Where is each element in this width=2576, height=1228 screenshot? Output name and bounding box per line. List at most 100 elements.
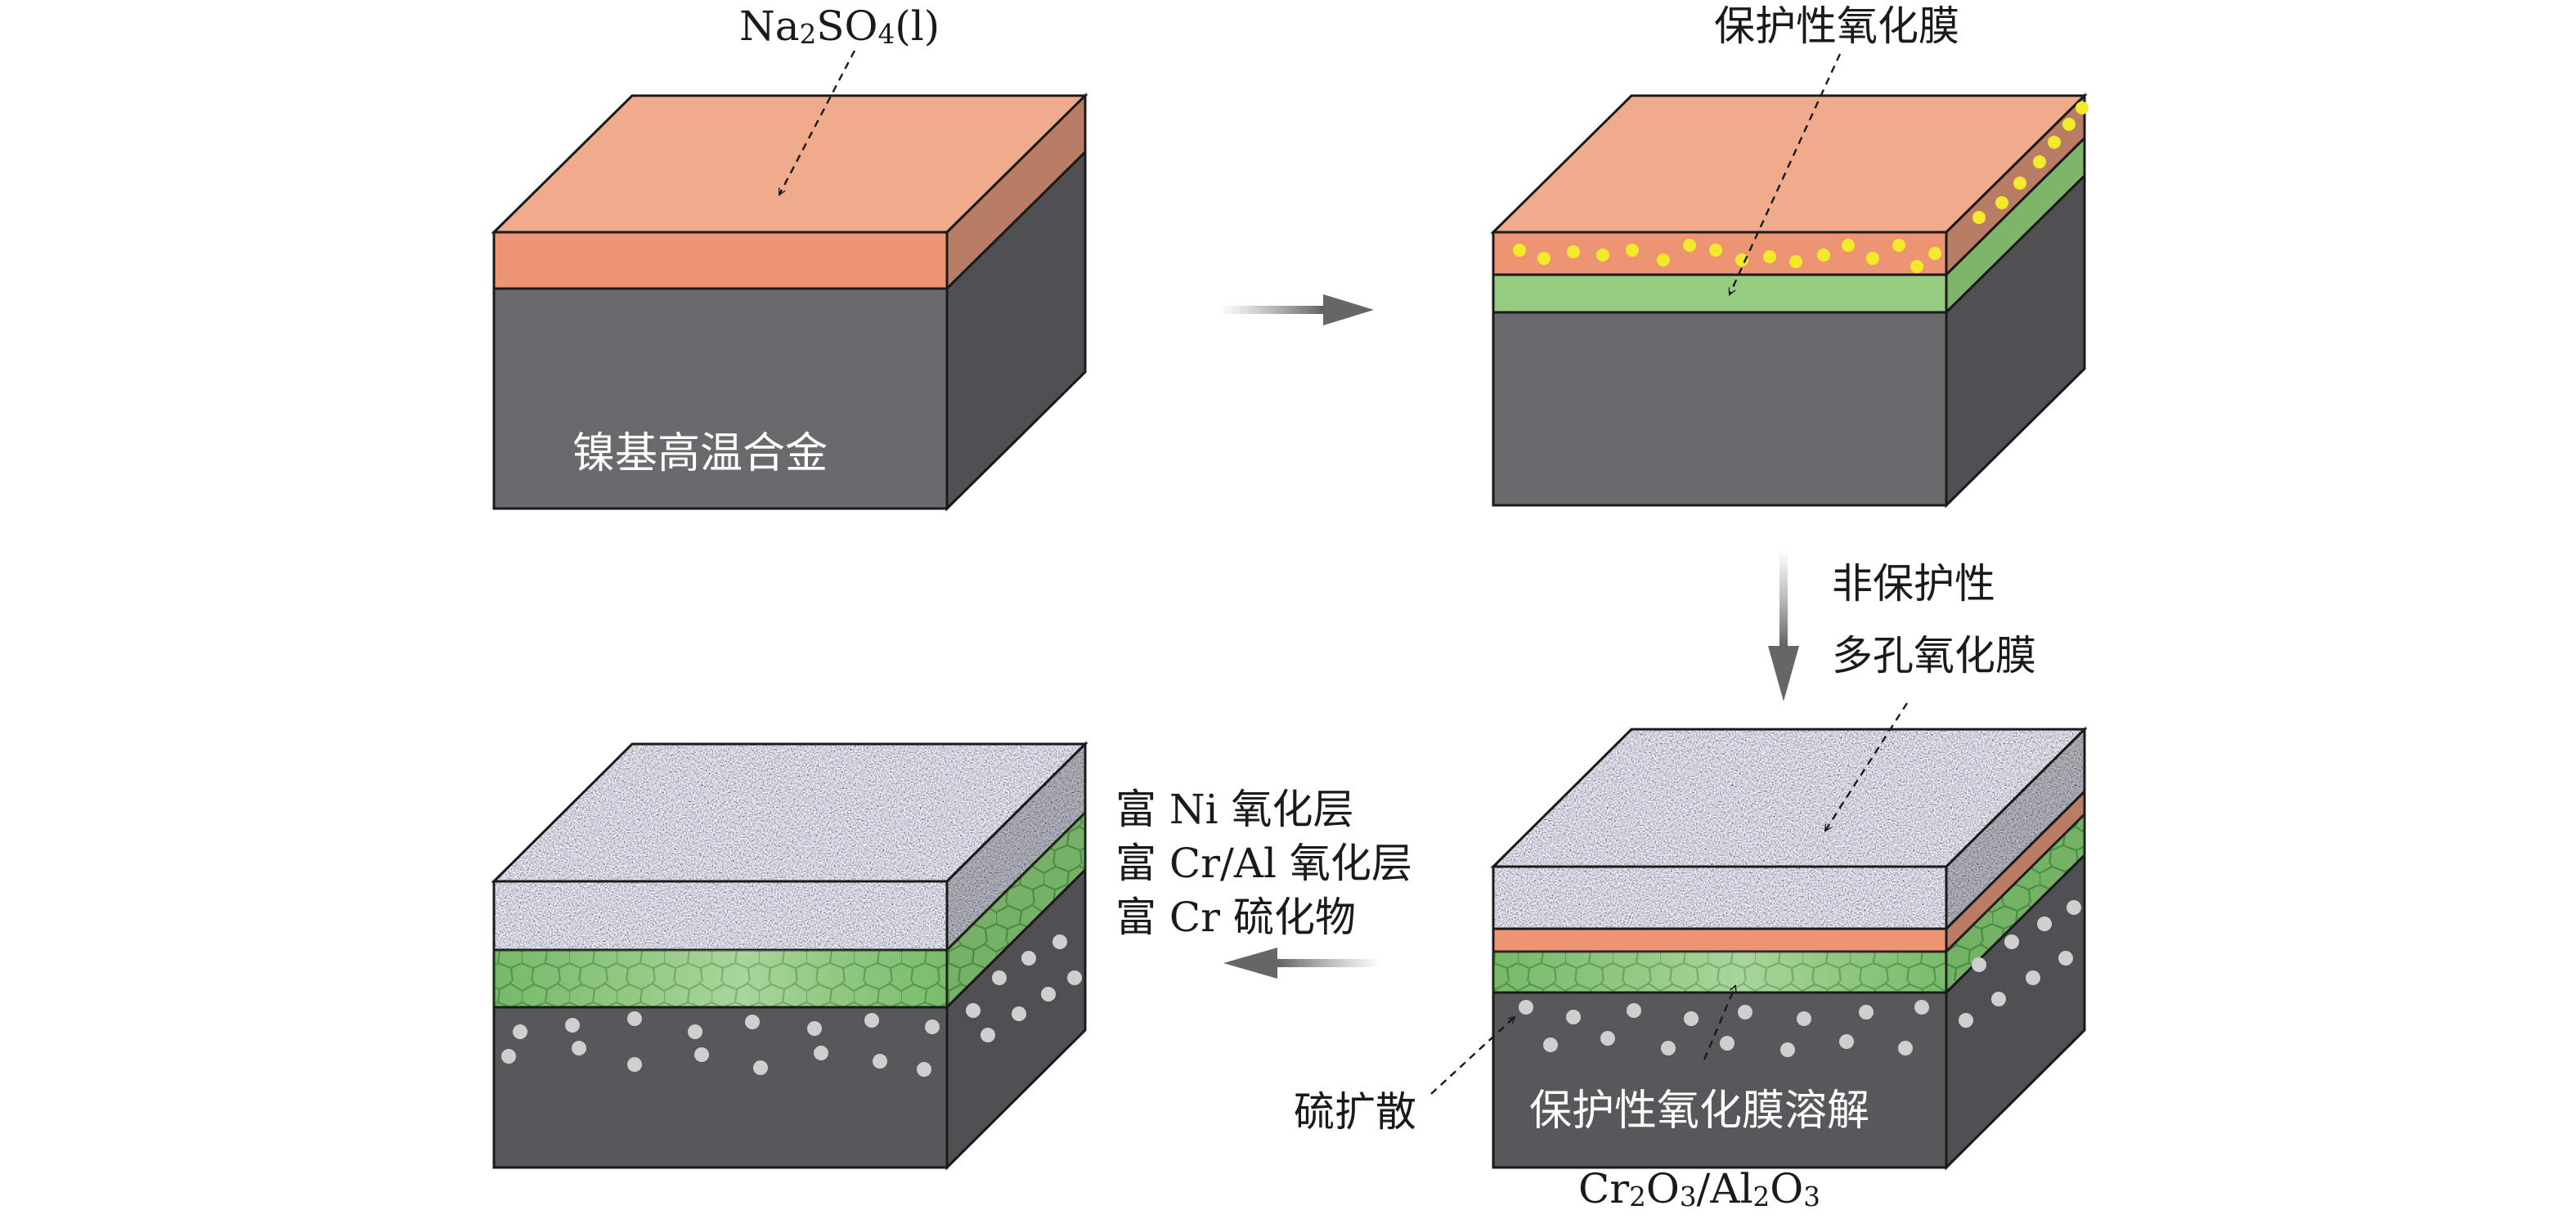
block-a: [491, 92, 1088, 512]
arrow-down-icon: [1768, 549, 1799, 701]
sulfide-particle: [745, 1015, 760, 1029]
sulfide-particle: [1898, 1041, 1913, 1055]
sulfide-particle: [1041, 987, 1056, 1002]
sulfide-particle: [1797, 1011, 1811, 1026]
sulfide-particle: [1991, 992, 2006, 1006]
formula-part: Cr: [1578, 1165, 1630, 1212]
sulfide-particle: [513, 1024, 527, 1039]
sulfide-particle: [2037, 917, 2052, 931]
block-c-alloy-front: [492, 1006, 949, 1169]
arrow-right-icon: [1218, 294, 1374, 325]
arrow-left-icon: [1223, 948, 1382, 979]
label-sulfur-diffusion: 硫扩散: [1294, 1088, 1416, 1136]
sulfide-particle: [1780, 1042, 1795, 1057]
formula-part: O: [1645, 1165, 1680, 1212]
sulfide-particle: [1052, 934, 1067, 949]
block-b-oxide-front: [1492, 273, 1948, 314]
sulfide-particle: [1627, 1003, 1641, 1018]
pointer-na2so4: [779, 50, 856, 195]
oxide-particle: [2076, 101, 2089, 114]
sulfide-particle: [1839, 1034, 1854, 1049]
pointer-sulfur-diffusion: [1430, 1017, 1515, 1095]
sulfide-particle: [917, 1062, 931, 1077]
sulfide-particle: [1684, 1011, 1699, 1026]
block-d-alloy-side: [1945, 852, 2086, 1171]
block-a-alloy-side: [945, 149, 1087, 512]
sulfide-particle: [1519, 1000, 1533, 1015]
sulfide-particle: [1021, 951, 1036, 966]
oxide-particle: [1817, 249, 1830, 262]
oxide-particle: [1537, 252, 1551, 265]
pointer-arrows: [779, 50, 1909, 1095]
oxide-particle: [1995, 196, 2008, 209]
na2so4-sub: 4: [877, 18, 895, 50]
formula-sub: 2: [1752, 1181, 1770, 1212]
block-c-granite-front: [492, 880, 949, 952]
sulfide-particle: [992, 970, 1007, 985]
formula-part: /Al: [1696, 1165, 1753, 1212]
label-non-protective: 非保护性: [1832, 560, 1995, 607]
sulfide-particles-d: [1519, 900, 2081, 1057]
oxide-particle: [1596, 249, 1609, 262]
oxide-particle: [2048, 136, 2061, 149]
label-ni-rich-oxide: 富 Ni 氧化层: [1115, 786, 1354, 833]
oxide-particle: [1789, 255, 1802, 268]
block-d-salt-front: [1492, 927, 1948, 953]
na2so4-part: Na: [739, 2, 800, 50]
label-cr2o3-al2o3: Cr2O3/Al2O3: [1578, 1164, 1820, 1213]
sulfide-particle: [627, 1011, 642, 1026]
sulfide-particle: [1859, 1005, 1874, 1020]
sulfide-particle: [1720, 1036, 1735, 1051]
sulfide-particle: [688, 1024, 702, 1039]
sulfide-particle: [1914, 1000, 1929, 1015]
oxide-particle: [2033, 155, 2046, 168]
label-na2so4: Na2SO4(l): [739, 2, 940, 51]
oxide-particle: [1972, 211, 1986, 224]
oxide-particle: [1763, 250, 1776, 263]
oxide-particle: [1892, 239, 1905, 252]
sulfide-particle: [2067, 900, 2081, 915]
formula-sub: 3: [1679, 1181, 1697, 1212]
sulfide-particle: [873, 1054, 887, 1069]
sulfide-particle: [1543, 1038, 1558, 1052]
sulfide-particle: [807, 1021, 822, 1036]
oxide-particle: [1866, 252, 1879, 265]
sulfide-particle: [1959, 1013, 1973, 1028]
block-d-granite-front: [1492, 865, 1948, 930]
label-cral-rich-oxide: 富 Cr/Al 氧化层: [1115, 840, 1412, 887]
oxide-particle: [1683, 239, 1696, 252]
sulfide-particle: [925, 1020, 940, 1034]
oxide-particle: [1709, 244, 1722, 257]
oxide-particle: [1735, 253, 1748, 267]
na2so4-part: SO: [816, 2, 878, 50]
sulfide-particle: [753, 1060, 768, 1075]
oxide-particle: [1928, 247, 1941, 260]
block-d-alloy-front: [1492, 991, 1948, 1169]
block-a-salt-front: [492, 231, 949, 290]
sulfide-particle: [966, 1003, 981, 1018]
oxide-particle: [1910, 260, 1923, 273]
sulfide-particle: [1067, 970, 1082, 985]
sulfide-particle: [627, 1057, 642, 1072]
sulfide-particle: [1972, 957, 1986, 972]
formula-sub: 2: [1629, 1181, 1646, 1212]
oxide-particle: [1513, 244, 1526, 257]
sulfide-particle: [1566, 1010, 1581, 1024]
block-d: [1490, 726, 2088, 1171]
sulfide-particle: [1661, 1041, 1676, 1055]
formula-part: O: [1770, 1165, 1804, 1212]
label-porous-film: 多孔氧化膜: [1832, 632, 2036, 679]
oxide-particle: [1842, 239, 1855, 252]
sulfide-particle: [694, 1047, 709, 1062]
label-nickel-alloy: 镍基高温合金: [572, 429, 828, 478]
block-c: [491, 741, 1088, 1171]
block-b: [1490, 92, 2089, 509]
oxide-particle: [1567, 245, 1580, 258]
sulfide-particle: [572, 1041, 586, 1055]
oxide-particle: [1657, 253, 1670, 267]
sulfide-particle: [1738, 1005, 1752, 1020]
block-b-alloy-front: [1492, 311, 1948, 507]
label-protective-film: 保护性氧化膜: [1714, 2, 1959, 50]
sulfide-particle: [1012, 1006, 1026, 1021]
